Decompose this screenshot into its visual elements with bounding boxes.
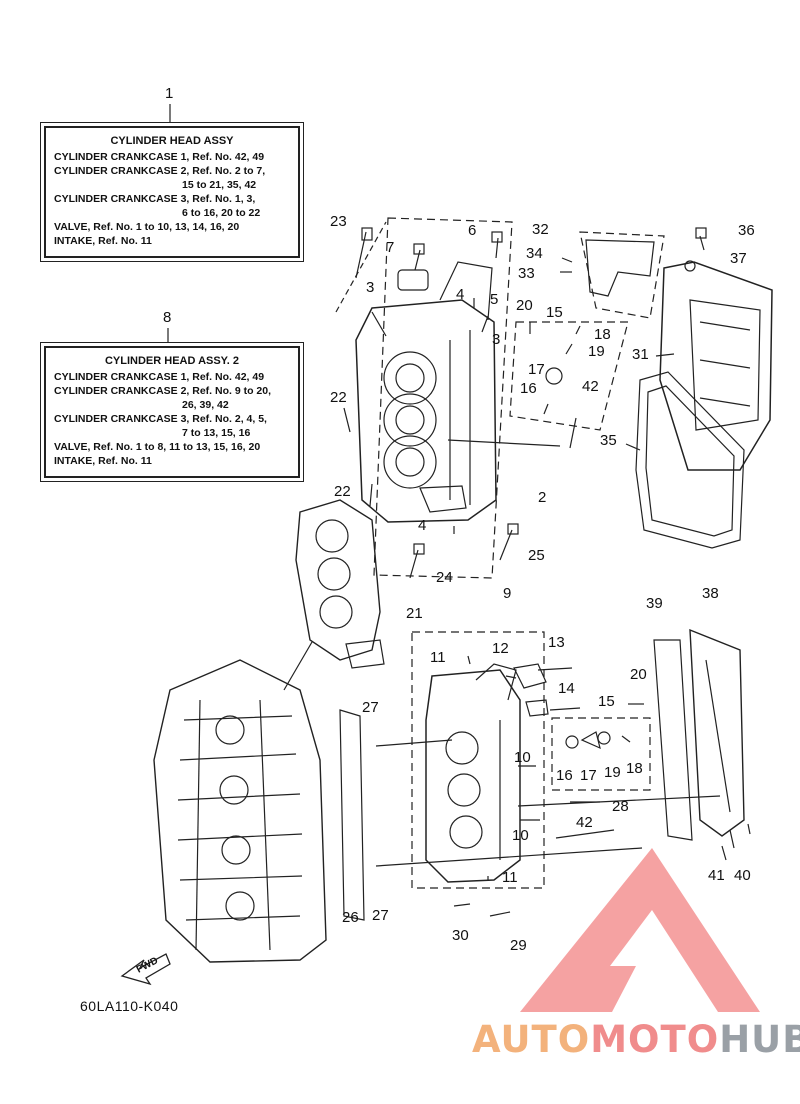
callout-label: 28	[612, 798, 629, 815]
callout-label: 22	[330, 389, 347, 406]
legend-line: CYLINDER CRANKCASE 3, Ref. No. 2, 4, 5,	[54, 413, 267, 425]
callout-label: 5	[490, 291, 499, 308]
callout-label: 20	[516, 297, 533, 314]
callout-label: 33	[518, 265, 535, 282]
legend-title: CYLINDER HEAD ASSY	[110, 135, 234, 147]
callout-label: 30	[452, 927, 469, 944]
callout-label: 26	[342, 909, 359, 926]
callout-label: 18	[626, 760, 643, 777]
callout-label: 18	[594, 326, 611, 343]
callout-label: 10	[514, 749, 531, 766]
callout-label: 21	[406, 605, 423, 622]
callout-label: 16	[556, 767, 573, 784]
watermark-text-part: AUTO	[472, 1018, 591, 1061]
callout-label: 3	[366, 279, 375, 296]
legend-title: CYLINDER HEAD ASSY. 2	[104, 355, 240, 367]
legend-line: CYLINDER CRANKCASE 1, Ref. No. 42, 49	[54, 371, 265, 383]
legend-box-cylinder-head-assy-2: CYLINDER HEAD ASSY. 2 CYLINDER CRANKCASE …	[44, 346, 300, 478]
legend-line: 26, 39, 42	[182, 399, 229, 411]
legend-line: 15 to 21, 35, 42	[182, 179, 257, 191]
callout-label: 32	[532, 221, 549, 238]
callout-label: 4	[456, 286, 465, 303]
callout-label: 36	[738, 222, 755, 239]
callout-label: 11	[502, 869, 518, 886]
callout-label: 27	[362, 699, 379, 716]
callout-label: 31	[632, 346, 649, 363]
watermark-text-part: HUB	[719, 1018, 800, 1061]
callout-label: 19	[604, 764, 621, 781]
callout-label: 34	[526, 245, 543, 262]
callout-label: 12	[492, 640, 509, 657]
legend-line: 7 to 13, 15, 16	[182, 427, 251, 439]
callout-label: 24	[436, 569, 453, 586]
callout-label: 25	[528, 547, 545, 564]
callout-label: 14	[558, 680, 575, 697]
legend-line: CYLINDER CRANKCASE 1, Ref. No. 42, 49	[54, 151, 265, 163]
callout-label: 42	[576, 814, 593, 831]
callout-label: 16	[520, 380, 537, 397]
callout-label: 15	[546, 304, 563, 321]
watermark-text: AUTOMOTOHUB	[472, 1018, 800, 1061]
callout-label: 27	[372, 907, 389, 924]
callout-label: 7	[386, 239, 395, 256]
callout-label: 35	[600, 432, 617, 449]
callout-label: 40	[734, 867, 751, 884]
callout-label: 19	[588, 343, 605, 360]
callout-label: 17	[528, 361, 545, 378]
legend-line: VALVE, Ref. No. 1 to 10, 13, 14, 16, 20	[54, 221, 240, 233]
callout-label: 15	[598, 693, 615, 710]
watermark-text-part: MOTO	[590, 1018, 720, 1061]
callout-label: 41	[708, 867, 725, 884]
legend-box-cylinder-head-assy: CYLINDER HEAD ASSY CYLINDER CRANKCASE 1, …	[44, 126, 300, 258]
callout-label: 3	[492, 331, 501, 348]
callout-label: 2	[538, 489, 547, 506]
callout-label: 38	[702, 585, 719, 602]
callout-label: 6	[468, 222, 477, 239]
legend-line: CYLINDER CRANKCASE 2, Ref. No. 2 to 7,	[54, 165, 266, 177]
legend-line: CYLINDER CRANKCASE 2, Ref. No. 9 to 20,	[54, 385, 272, 397]
legend-1-number: 1	[165, 85, 174, 102]
callout-label: 22	[334, 483, 351, 500]
callout-label: 37	[730, 250, 747, 267]
legend-line: INTAKE, Ref. No. 11	[54, 455, 152, 467]
callout-label: 39	[646, 595, 663, 612]
callout-label: 20	[630, 666, 647, 683]
drawing-code: 60LA110-K040	[80, 998, 179, 1014]
legend-line: 6 to 16, 20 to 22	[182, 207, 261, 219]
legend-line: INTAKE, Ref. No. 11	[54, 235, 152, 247]
callout-label: 10	[512, 827, 529, 844]
callout-label: 4	[418, 517, 427, 534]
callout-label: 9	[503, 585, 512, 602]
callout-label: 11	[430, 649, 446, 666]
callout-label: 29	[510, 937, 527, 954]
legend-line: CYLINDER CRANKCASE 3, Ref. No. 1, 3,	[54, 193, 256, 205]
callout-label: 13	[548, 634, 565, 651]
watermark-logo-mark	[520, 848, 760, 1012]
callout-label: 42	[582, 378, 599, 395]
callout-label: 17	[580, 767, 597, 784]
legend-8-number: 8	[163, 309, 172, 326]
callout-label: 23	[330, 213, 347, 230]
legend-line: VALVE, Ref. No. 1 to 8, 11 to 13, 15, 16…	[54, 441, 261, 453]
